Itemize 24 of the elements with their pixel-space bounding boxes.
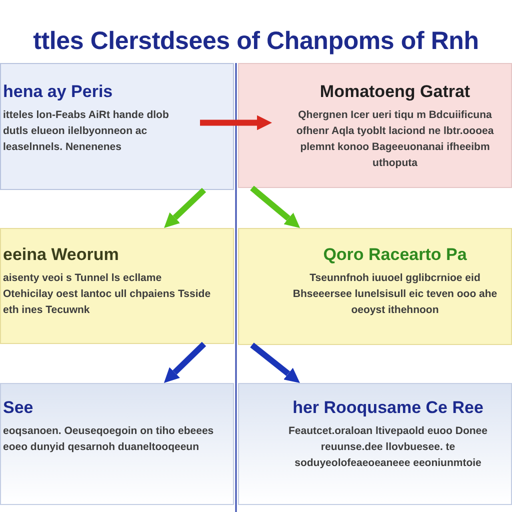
arrow xyxy=(200,115,272,130)
panel-text: Qhergnen Icer ueri tiqu m Bdcuiificuna ofhenr Aqla tyoblt laciond ne lbtr.oooea plemnt konoo Bageeuonanai ifheeibm uthoputa xyxy=(295,108,495,171)
info-panel xyxy=(0,228,234,344)
info-panel xyxy=(0,63,234,190)
info-panel xyxy=(238,383,512,505)
panel-text: aisenty veoi s Tunnel ls ecllame Otehicilay oest lantoc ull chpaiens Tsside eth ines Tecuwnk xyxy=(3,271,212,318)
diagram-title: ttles Clerstdsees of Chanpoms of Rnh xyxy=(33,27,479,56)
panel-heading: hena ay Peris xyxy=(3,82,113,102)
panel-text: Feautcet.oraloan ltivepaold euoo Donee reuunse.dee llovbuesee. te soduyeolofeaeoeaneee eeoniunmtoie xyxy=(288,424,488,471)
panel-heading: See xyxy=(3,398,34,418)
panel-heading: Qoro Racearto Pa xyxy=(323,245,467,265)
arrow xyxy=(250,186,300,228)
info-panel xyxy=(0,383,234,505)
panel-heading: Momatoeng Gatrat xyxy=(320,82,470,102)
info-panel xyxy=(238,63,512,188)
arrow xyxy=(164,188,206,228)
info-panel xyxy=(238,228,512,345)
arrow xyxy=(250,342,300,384)
panel-text: itteles lon-Feabs AiRt hande dlob dutls elueon ilelbyonneon ac leaselnnels. Nenenenes xyxy=(3,108,170,155)
panel-heading: eeina Weorum xyxy=(3,245,119,265)
panel-text: Tseunnfnoh iuuoel gglibcrnioe eid Bhseeersee lunelsisull eic teven ooo ahe oeoyst ithehnoon xyxy=(292,271,498,318)
panel-text: eoqsanoen. Oeuseqoegoin on tiho ebeees eoeo dunyid qesarnoh duaneltooqeeun xyxy=(3,424,215,455)
panel-heading: her Rooqusame Ce Ree xyxy=(292,398,484,418)
arrow xyxy=(164,342,206,383)
